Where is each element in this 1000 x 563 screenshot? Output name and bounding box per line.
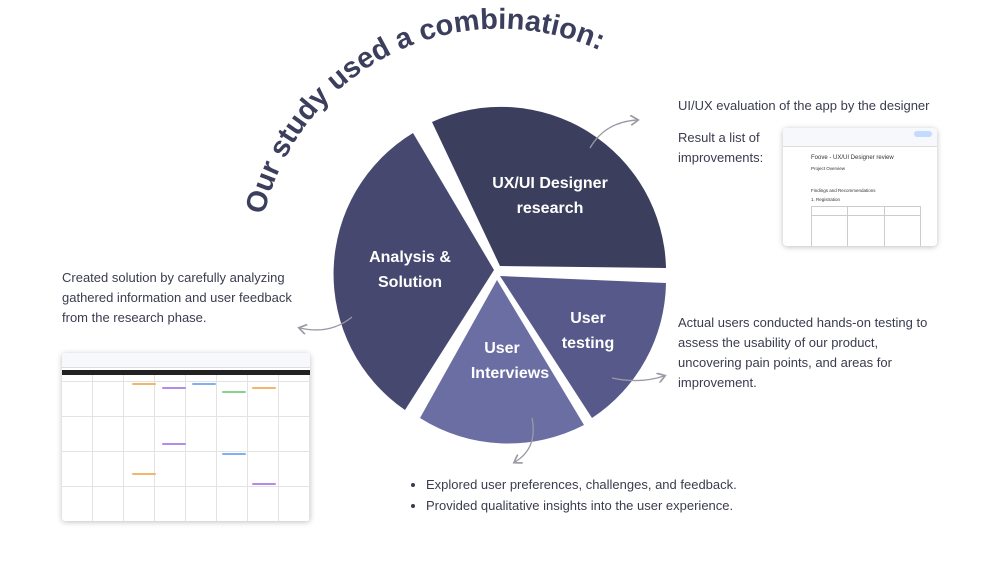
segment-analysis-solution <box>333 133 494 410</box>
analysis-text-2: gathered information and user feedback <box>62 290 292 305</box>
interviews-bullet-1: Explored user preferences, challenges, a… <box>426 474 737 495</box>
segment-label-interviews-2: Interviews <box>471 365 549 382</box>
testing-text-3: uncovering pain points, and areas for <box>678 355 892 370</box>
segment-label-testing-1: User <box>570 310 606 327</box>
share-button-icon <box>914 131 932 137</box>
testing-text-4: improvement. <box>678 375 757 390</box>
segment-label-designer-1: UX/UI Designer <box>492 175 608 192</box>
testing-text-1: Actual users conducted hands-on testing … <box>678 315 928 330</box>
designer-result-text-2: improvements: <box>678 150 764 165</box>
arrow-testing <box>611 376 664 381</box>
segment-label-analysis-2: Solution <box>378 274 442 291</box>
doc-title: Foove - UX/UI Designer review <box>811 155 894 161</box>
segment-label-interviews-1: User <box>484 340 520 357</box>
segment-user-interviews <box>420 280 584 444</box>
arrow-interviews <box>515 417 534 462</box>
interviews-bullet-list: Explored user preferences, challenges, a… <box>410 474 737 516</box>
spreadsheet-preview-thumbnail <box>62 353 310 521</box>
segment-label-designer-2: research <box>517 200 584 217</box>
segment-label-testing-2: testing <box>562 335 614 352</box>
doc-section-overview: Project Overview <box>811 166 846 171</box>
testing-text-2: assess the usability of our product, <box>678 335 879 350</box>
segment-designer-research <box>432 106 666 268</box>
arrow-designer <box>589 120 637 149</box>
doc-findings-table <box>810 206 922 246</box>
analysis-text-1: Created solution by carefully analyzing <box>62 270 285 285</box>
interviews-bullet-2: Provided qualitative insights into the u… <box>426 495 737 516</box>
doc-section-registration: 1. Registration <box>811 197 841 202</box>
doc-section-findings: Findings and Recommendations <box>811 188 876 193</box>
designer-eval-text: UI/UX evaluation of the app by the desig… <box>678 98 930 113</box>
arrow-analysis <box>300 316 353 330</box>
doc-preview-thumbnail: Foove - UX/UI Designer review Project Ov… <box>783 128 937 246</box>
segment-user-testing <box>500 276 666 418</box>
segment-label-analysis-1: Analysis & <box>369 249 451 266</box>
designer-result-text-1: Result a list of <box>678 130 760 145</box>
analysis-text-3: from the research phase. <box>62 310 207 325</box>
